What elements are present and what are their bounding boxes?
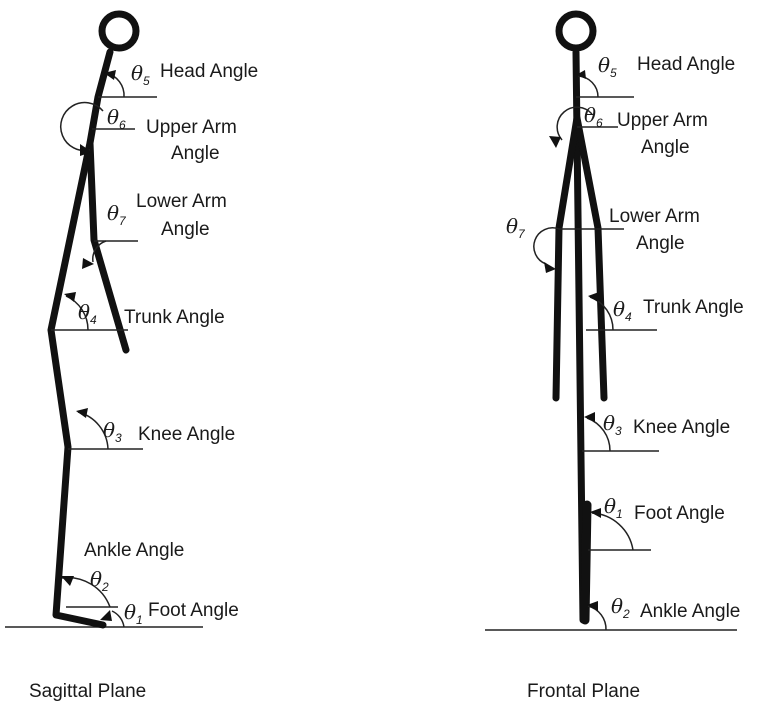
sagittal-knee-arrowhead bbox=[76, 408, 88, 418]
sagittal-theta3: θ3 bbox=[103, 418, 122, 445]
frontal-trunk-arrowhead bbox=[588, 292, 599, 302]
frontal-upperarm-arrowhead bbox=[549, 136, 561, 148]
sagittal-lower-arm-label-line1: Lower Arm bbox=[136, 191, 227, 212]
sagittal-trunk-angle-label: Trunk Angle bbox=[124, 307, 225, 328]
frontal-foot-angle-label: Foot Angle bbox=[634, 503, 725, 524]
frontal-figure: θ5 θ6 θ7 θ4 θ3 θ1 θ2 Head Angle Upper Ar… bbox=[485, 14, 744, 630]
sagittal-head-arc bbox=[106, 73, 124, 97]
sagittal-ankle-angle-label: Ankle Angle bbox=[84, 540, 184, 561]
sagittal-plane-caption: Sagittal Plane bbox=[29, 681, 146, 702]
sagittal-ankle-arrowhead bbox=[61, 576, 74, 586]
sagittal-trunk-arrowhead bbox=[64, 292, 76, 302]
frontal-upper-arm-label-line1: Upper Arm bbox=[617, 110, 708, 131]
frontal-head-arc bbox=[578, 76, 598, 97]
frontal-theta3: θ3 bbox=[603, 411, 622, 438]
frontal-trunk-angle-label: Trunk Angle bbox=[643, 297, 744, 318]
sagittal-upper-arm-label-line1: Upper Arm bbox=[146, 117, 237, 138]
frontal-ankle-angle-label: Ankle Angle bbox=[640, 601, 740, 622]
sagittal-head bbox=[102, 14, 136, 48]
frontal-theta1: θ1 bbox=[604, 494, 623, 521]
frontal-knee-arrowhead bbox=[584, 412, 595, 422]
frontal-theta6: θ6 bbox=[584, 103, 603, 130]
frontal-lower-leg bbox=[585, 505, 587, 620]
sagittal-theta4: θ4 bbox=[78, 300, 97, 327]
frontal-lower-arm-label-line2: Angle bbox=[636, 233, 685, 254]
frontal-foot-arrowhead bbox=[590, 508, 601, 518]
frontal-lower-arm-label-line1: Lower Arm bbox=[609, 206, 700, 227]
frontal-head bbox=[559, 14, 593, 48]
frontal-theta4: θ4 bbox=[613, 297, 632, 324]
sagittal-upper-arm-label-line2: Angle bbox=[171, 143, 220, 164]
sagittal-lower-arm-label-line2: Angle bbox=[161, 219, 210, 240]
frontal-head-angle-label: Head Angle bbox=[637, 54, 735, 75]
frontal-theta7: θ7 bbox=[506, 214, 526, 241]
frontal-plane-caption: Frontal Plane bbox=[527, 681, 640, 702]
sagittal-theta6: θ6 bbox=[107, 105, 126, 132]
sagittal-foot-arc bbox=[112, 611, 124, 627]
frontal-theta5: θ5 bbox=[598, 53, 617, 80]
sagittal-knee-angle-label: Knee Angle bbox=[138, 424, 235, 445]
sagittal-head-angle-label: Head Angle bbox=[160, 61, 258, 82]
sagittal-foot-angle-label: Foot Angle bbox=[148, 600, 239, 621]
sagittal-theta5: θ5 bbox=[131, 61, 150, 88]
sagittal-theta1: θ1 bbox=[124, 600, 143, 627]
frontal-foot-arc bbox=[592, 513, 633, 550]
sagittal-theta2: θ2 bbox=[90, 567, 109, 594]
sagittal-foot-arrowhead bbox=[100, 610, 112, 621]
frontal-theta2: θ2 bbox=[611, 594, 630, 621]
sagittal-figure: θ5 θ6 θ7 θ4 θ3 θ2 θ1 Head Angle Upper Ar… bbox=[5, 14, 258, 627]
sagittal-theta7: θ7 bbox=[107, 201, 127, 228]
frontal-lowerarm-arrowhead bbox=[544, 262, 556, 273]
frontal-knee-angle-label: Knee Angle bbox=[633, 417, 730, 438]
frontal-upper-arm-label-line2: Angle bbox=[641, 137, 690, 158]
